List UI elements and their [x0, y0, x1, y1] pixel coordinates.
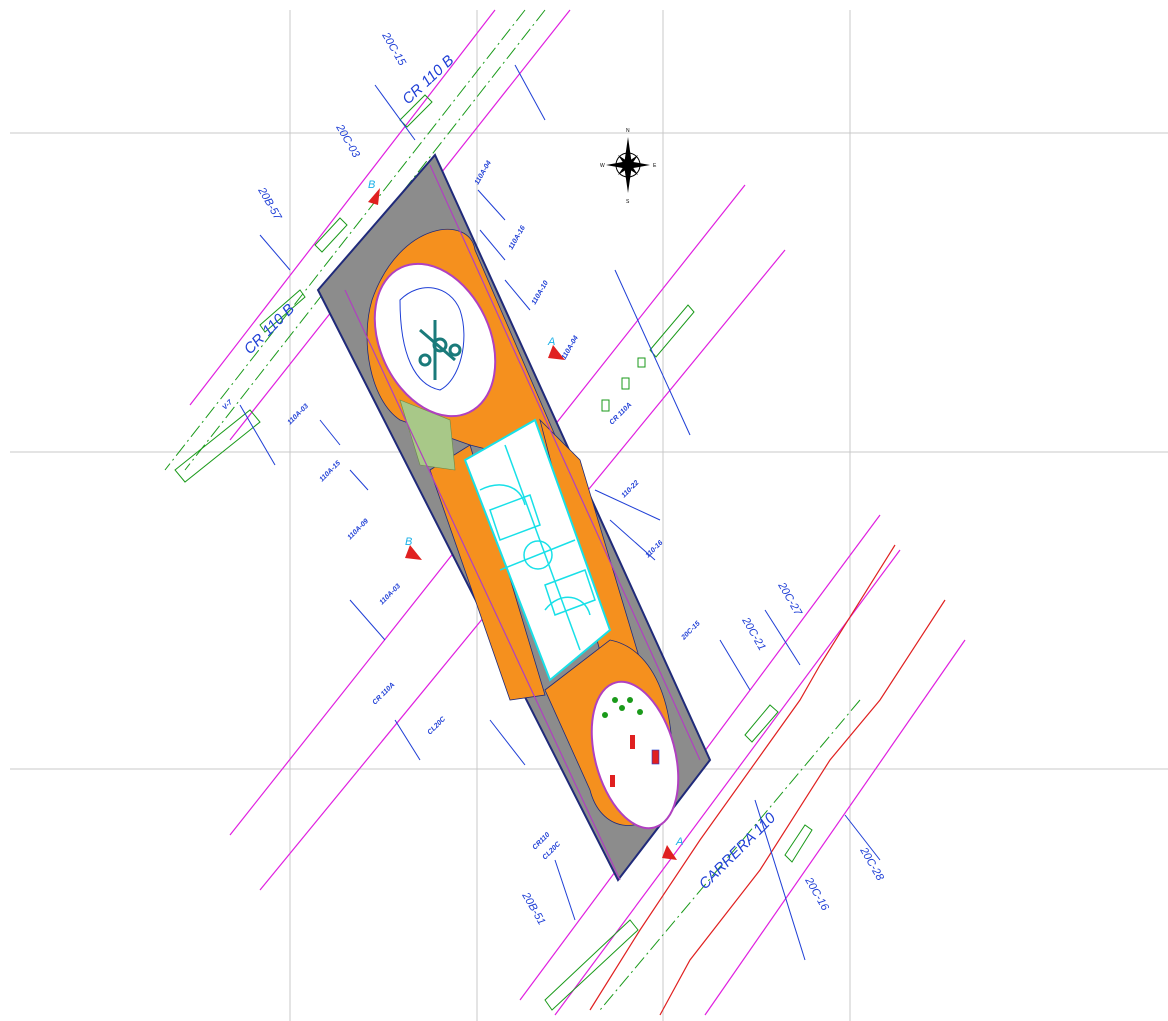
lot-label: 20C-27: [775, 580, 804, 619]
section-mark-b-top: B: [368, 179, 375, 191]
section-mark-b-bottom: B: [405, 536, 412, 548]
street-label-cr110b-left: CR 110 B: [241, 301, 298, 358]
lot-label: 20C-16: [802, 875, 831, 914]
section-mark-a-top: A: [547, 336, 555, 348]
lot-label: 20B-57: [255, 185, 284, 223]
lot-label: 20C-15: [680, 620, 702, 642]
lot-label: 20C-15: [379, 30, 408, 69]
lot-label: 110A-15: [318, 460, 342, 484]
lot-label: 110A-10: [531, 280, 550, 306]
lot-label: 110-16: [644, 539, 664, 559]
road-edge-red: [589, 544, 946, 1016]
north-arrow: [606, 137, 650, 193]
north-arrow-n: N: [626, 128, 630, 134]
sports-court: [463, 418, 612, 682]
north-arrow-w: W: [600, 163, 605, 169]
lot-label: 20C-28: [857, 845, 886, 884]
green-lot-outlines: [174, 94, 813, 1011]
section-mark-a-bottom: A: [675, 836, 683, 848]
lot-label: 20C-21: [739, 615, 768, 653]
lot-label: 110A-16: [508, 225, 527, 251]
lot-label: 110A-03: [378, 583, 402, 607]
lot-label: 110-22: [620, 479, 640, 499]
street-label-cl20c: CL20C: [426, 715, 447, 736]
street-label-cr110a-right: CR 110A: [608, 401, 633, 426]
playground-top: [373, 262, 497, 418]
lot-label: 20B-51: [519, 890, 548, 928]
lot-division-lines: [239, 64, 881, 961]
lot-label: 110A-09: [346, 518, 370, 542]
street-label-cr110a-left: CR 110A: [371, 681, 396, 706]
north-arrow-s: S: [626, 199, 630, 205]
park-inner-paths: [344, 164, 701, 881]
section-marks: [368, 188, 677, 860]
playground-bottom: [590, 680, 680, 830]
lot-label: 110A-04: [561, 335, 580, 361]
street-label-cl20c-bottom: CL20C: [541, 840, 562, 861]
street-label-carrera: CARRERA 110: [696, 809, 780, 893]
lot-label: 20C-03: [333, 122, 362, 161]
north-arrow-e: E: [653, 163, 657, 169]
